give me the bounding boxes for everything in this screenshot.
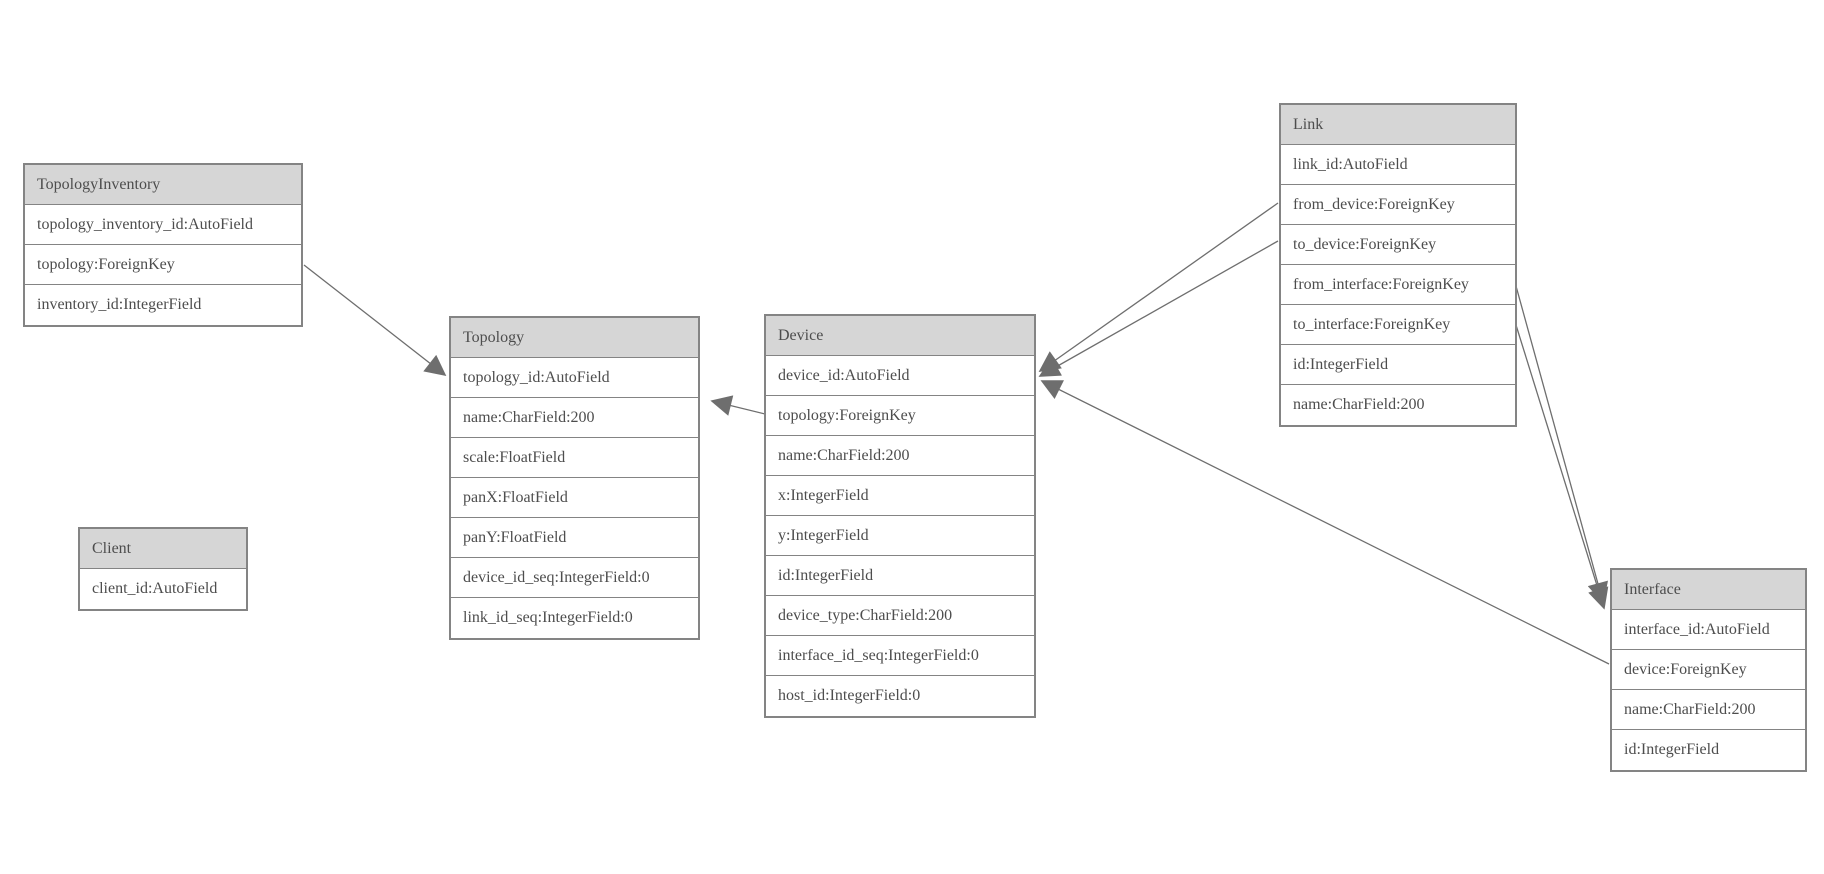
relation-topologyinventory-topology-to-topology (303, 264, 447, 377)
entity-field-row: to_interface:ForeignKey (1281, 305, 1515, 345)
entity-field-row: device_id:AutoField (766, 356, 1034, 396)
entity-field-row: link_id:AutoField (1281, 145, 1515, 185)
entity-field-row: x:IntegerField (766, 476, 1034, 516)
entity-field-row: device_type:CharField:200 (766, 596, 1034, 636)
entity-field-row: name:CharField:200 (1281, 385, 1515, 425)
entity-title-link: Link (1281, 105, 1515, 145)
entity-field-row: host_id:IntegerField:0 (766, 676, 1034, 716)
entity-field-row: id:IntegerField (1612, 730, 1805, 770)
relation-link-from_device-to-device (1038, 202, 1279, 372)
relation-interface-device-to-device (1040, 380, 1610, 665)
entity-field-row: panY:FloatField (451, 518, 698, 558)
entity-field-row: topology_inventory_id:AutoField (25, 205, 301, 245)
entity-field-row: panX:FloatField (451, 478, 698, 518)
relation-link-to_device-to-device (1038, 240, 1279, 377)
entity-field-row: topology:ForeignKey (25, 245, 301, 285)
entity-field-row: id:IntegerField (1281, 345, 1515, 385)
entity-field-row: name:CharField:200 (1612, 690, 1805, 730)
entity-field-row: name:CharField:200 (766, 436, 1034, 476)
relation-device-topology-to-topology (710, 395, 766, 416)
entity-field-row: y:IntegerField (766, 516, 1034, 556)
entity-field-row: id:IntegerField (766, 556, 1034, 596)
entity-field-row: device_id_seq:IntegerField:0 (451, 558, 698, 598)
entity-field-row: to_device:ForeignKey (1281, 225, 1515, 265)
entity-field-row: device:ForeignKey (1612, 650, 1805, 690)
entity-field-row: topology:ForeignKey (766, 396, 1034, 436)
entity-title-topology: Topology (451, 318, 698, 358)
entity-field-row: interface_id:AutoField (1612, 610, 1805, 650)
entity-title-topology-inventory: TopologyInventory (25, 165, 301, 205)
entity-field-row: client_id:AutoField (80, 569, 246, 609)
entity-field-row: from_device:ForeignKey (1281, 185, 1515, 225)
entity-field-row: from_interface:ForeignKey (1281, 265, 1515, 305)
entity-title-interface: Interface (1612, 570, 1805, 610)
entity-field-row: scale:FloatField (451, 438, 698, 478)
entity-field-row: link_id_seq:IntegerField:0 (451, 598, 698, 638)
relation-link-from_interface-to-interface (1515, 285, 1608, 604)
entity-title-device: Device (766, 316, 1034, 356)
entity-field-row: topology_id:AutoField (451, 358, 698, 398)
entity-title-client: Client (80, 529, 246, 569)
relation-link-to_interface-to-interface (1515, 324, 1609, 610)
entity-field-row: interface_id_seq:IntegerField:0 (766, 636, 1034, 676)
entity-field-row: inventory_id:IntegerField (25, 285, 301, 325)
entity-field-row: name:CharField:200 (451, 398, 698, 438)
